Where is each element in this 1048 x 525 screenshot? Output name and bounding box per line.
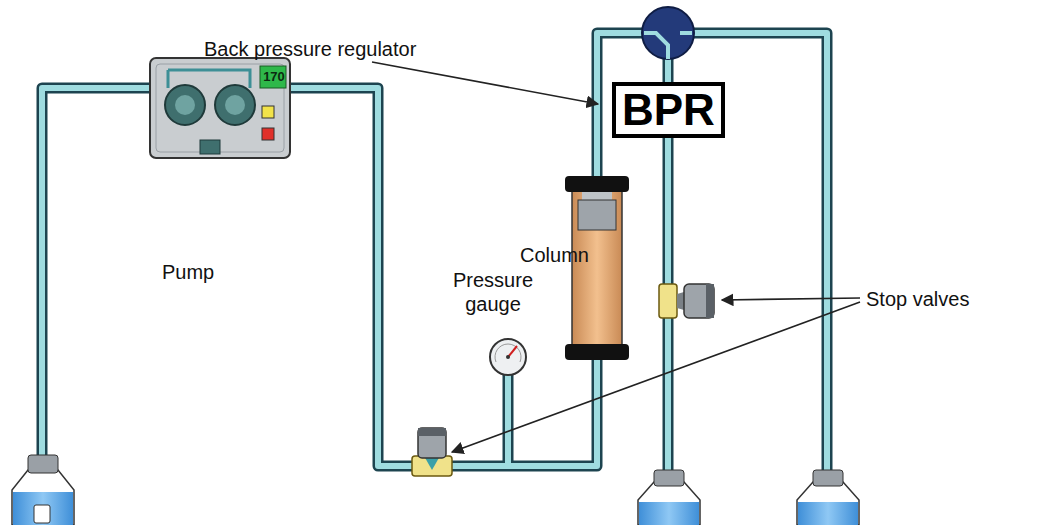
leader-lines: [372, 62, 860, 452]
part-label: Column: [520, 243, 589, 267]
pump-body: [150, 58, 290, 158]
callout-label: Back pressure regulator: [204, 37, 416, 61]
pump-display: 170: [262, 69, 286, 85]
callout-label: Stop valves: [866, 287, 969, 311]
stop-valve: [412, 428, 452, 476]
solvent-bottles: [12, 455, 859, 525]
stop-valve: [659, 284, 714, 318]
part-label: Pump: [162, 260, 214, 284]
box-text: BPR: [622, 86, 715, 134]
tubing: [42, 33, 827, 484]
switching-valve: [642, 7, 694, 59]
pressure-gauge: [490, 339, 526, 375]
regulator-box: BPR: [612, 82, 725, 138]
column: [565, 176, 629, 360]
part-label: Pressure gauge: [452, 268, 534, 316]
